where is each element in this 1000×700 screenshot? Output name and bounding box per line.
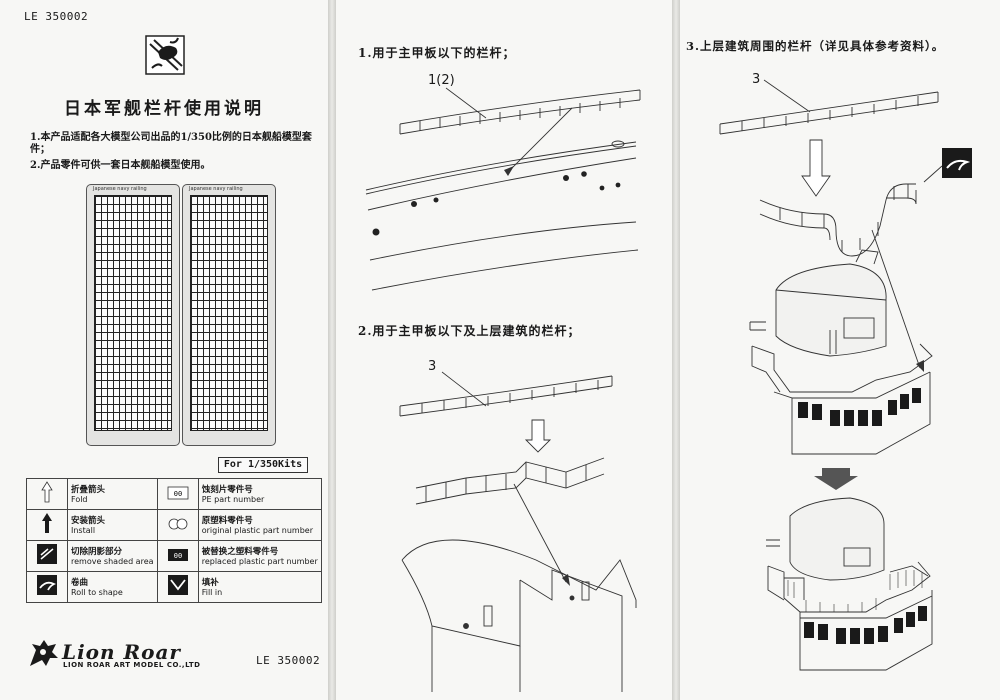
remove-shaded-area-icon xyxy=(26,540,68,572)
roll-to-shape-icon xyxy=(26,571,68,603)
fold-line-right xyxy=(672,0,680,700)
install-arrow-icon xyxy=(26,509,68,541)
turret-lower-windows xyxy=(804,606,927,644)
hull-portholes xyxy=(372,171,621,236)
replaced-plastic-part-icon: 00 xyxy=(156,540,199,572)
pe-part-number-icon: 00 xyxy=(156,478,199,510)
turret-lower xyxy=(766,497,933,671)
pe-fret-b: Japanese navy railing xyxy=(182,184,276,446)
turret-upper-windows xyxy=(798,388,921,426)
lion-roar-logo-icon xyxy=(30,640,58,666)
step1-part-callout: 1(2) xyxy=(428,73,455,88)
step1-diagram xyxy=(365,87,641,291)
hull-section xyxy=(365,140,639,291)
lion-emblem-icon xyxy=(145,35,185,75)
superstructure-drawing xyxy=(401,539,637,692)
step3-part-callout: 3 xyxy=(752,72,761,87)
step2-railing-part xyxy=(399,375,613,417)
step2-part-callout: 3 xyxy=(428,359,437,374)
product-code-bottom: LE 350002 xyxy=(256,654,321,667)
brand-name: Lion Roar xyxy=(62,640,181,664)
original-plastic-part-icon xyxy=(156,509,199,541)
step1-railing-part xyxy=(399,89,641,135)
step1-heading: 1.用于主甲板以下的栏杆； xyxy=(358,46,516,60)
turret-lower-railing-ticks xyxy=(787,570,923,612)
roll-to-shape-marker xyxy=(942,148,972,178)
brand-company: LION ROAR ART MODEL CO.,LTD xyxy=(63,661,201,669)
step3-railing-part xyxy=(719,91,939,135)
page-title: 日本军舰栏杆使用说明 xyxy=(64,99,264,119)
step2-bent-railing xyxy=(415,457,605,505)
step3-diagram xyxy=(719,79,972,671)
pe-fret-b-railings xyxy=(190,195,268,431)
step2-heading: 2.用于主甲板以下及上层建筑的栏杆； xyxy=(358,324,581,338)
turret-upper xyxy=(749,249,933,455)
step3-bent-railing xyxy=(759,183,917,257)
fold-arrow-icon xyxy=(26,478,68,510)
kit-scale-label: For 1/350Kits xyxy=(218,457,308,473)
svg-text:00: 00 xyxy=(173,490,181,498)
fill-in-icon xyxy=(156,571,199,603)
step-panel-right: 3.上层建筑周围的栏杆（详见具体参考资料）。 3 xyxy=(680,0,1000,700)
step-panel-middle: 1.用于主甲板以下的栏杆； 1(2) 2.用于主甲板以下及上层 xyxy=(336,0,672,700)
cover-panel: LE 350002 日本军舰栏杆使用说明 1.本产品适配各大模型公司出品的1/3… xyxy=(0,0,328,700)
fold-line-left xyxy=(328,0,336,700)
note-usage: 2.产品零件可供一套日本舰船模型使用。 xyxy=(30,160,211,171)
svg-text:00: 00 xyxy=(173,552,181,560)
note-compatibility: 1.本产品适配各大模型公司出品的1/350比例的日本舰船模型套件； xyxy=(30,132,312,155)
step3-result-arrow-icon xyxy=(814,468,858,490)
pe-fret-a: Japanese navy railing xyxy=(86,184,180,446)
step2-diagram xyxy=(399,371,637,692)
pe-fret-a-label: Japanese navy railing xyxy=(93,186,147,192)
step3-down-arrow-icon xyxy=(801,139,831,197)
step3-heading: 3.上层建筑周围的栏杆（详见具体参考资料）。 xyxy=(686,39,945,53)
step2-down-arrow-icon xyxy=(524,419,552,453)
product-code-top: LE 350002 xyxy=(24,10,89,23)
pe-fret-b-label: Japanese navy railing xyxy=(189,186,243,192)
pe-fret-a-railings xyxy=(94,195,172,431)
